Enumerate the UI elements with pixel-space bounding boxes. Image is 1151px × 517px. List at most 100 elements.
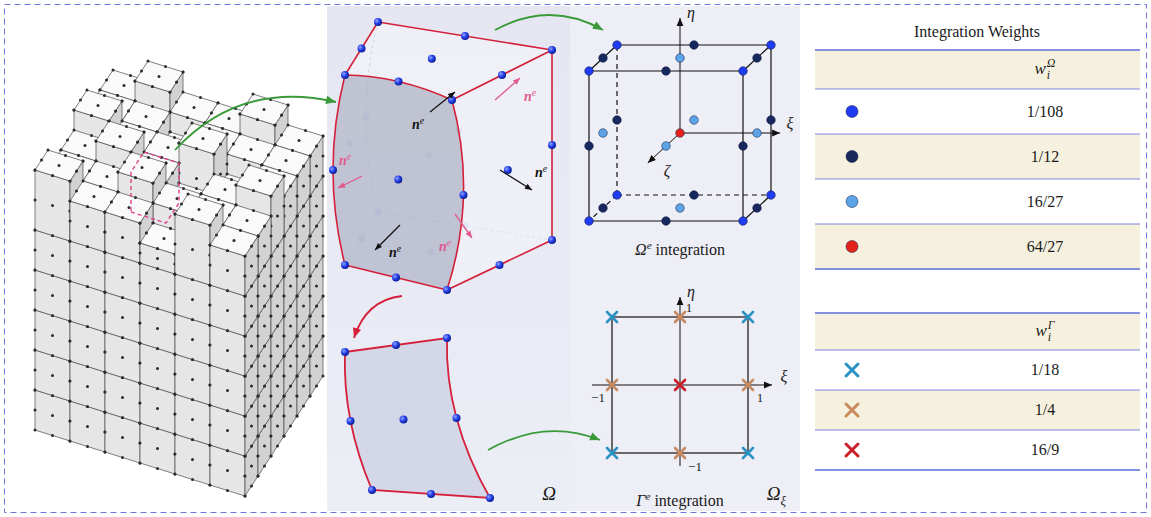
mesh-node (276, 305, 279, 308)
cross-stroke (607, 448, 617, 458)
mesh-node (191, 458, 194, 461)
mesh-node (257, 315, 260, 318)
mesh-node (257, 275, 260, 278)
mesh-node (209, 404, 212, 407)
mesh-node (104, 391, 107, 394)
mesh-node (174, 243, 177, 246)
mesh-node (139, 262, 142, 265)
mesh-node (296, 255, 299, 258)
mesh-node (151, 85, 154, 88)
math-symbol: Γ (636, 492, 645, 509)
mesh-node (209, 284, 212, 287)
mesh-node (95, 140, 98, 143)
face-node (427, 490, 435, 498)
legend-row: 16/27 (1027, 193, 1063, 211)
mesh-node (104, 291, 107, 294)
mesh-node (191, 418, 194, 421)
mesh-node (88, 170, 91, 173)
reference-cube (585, 18, 780, 225)
mesh-node (69, 440, 72, 443)
mesh-node (283, 295, 286, 298)
weight-value: 16/9 (1031, 441, 1059, 458)
mesh-node (174, 373, 177, 376)
mesh-node (104, 231, 107, 234)
element-face (35, 150, 83, 181)
mesh-node (139, 402, 142, 405)
mesh-node (86, 445, 89, 448)
mesh-node (296, 335, 299, 338)
mesh-node (34, 309, 37, 312)
mesh-node (270, 335, 273, 338)
mesh-node (165, 182, 168, 185)
mapping-arrow (495, 15, 603, 30)
face-node (347, 417, 355, 425)
math-symbol: n (439, 239, 447, 254)
mesh-node (209, 404, 212, 407)
mesh-node (252, 209, 255, 212)
mesh-node (250, 245, 253, 248)
mesh-node (145, 115, 148, 118)
mesh-node (270, 335, 273, 338)
mesh-node (276, 365, 279, 368)
normal-shaft (495, 78, 520, 100)
mesh-node (257, 255, 260, 258)
mesh-node (104, 331, 107, 334)
mesh-node (243, 158, 246, 161)
mesh-node (104, 451, 107, 454)
mesh-node (274, 124, 277, 127)
mesh-node (169, 131, 172, 134)
mesh-node (139, 322, 142, 325)
mesh-node (309, 295, 312, 298)
mesh-node (69, 180, 72, 183)
mesh-node (145, 212, 148, 215)
mesh-node (257, 415, 260, 418)
mesh-node (174, 413, 177, 416)
mesh-node (296, 295, 299, 298)
arrow-head (338, 182, 346, 188)
mesh-node (283, 355, 286, 358)
element-node (498, 71, 506, 79)
mesh-node (283, 315, 286, 318)
mesh-node (139, 462, 142, 465)
mesh-node (239, 229, 242, 232)
mesh-node (174, 353, 177, 356)
mesh-node (156, 347, 159, 350)
mesh-node (139, 422, 142, 425)
mesh-node (167, 146, 170, 149)
mesh-node (117, 191, 120, 194)
mesh-node (34, 369, 37, 372)
mesh-node (283, 315, 286, 318)
mesh-node (322, 175, 325, 178)
mesh-node (69, 200, 72, 203)
element-face (74, 90, 122, 121)
cross-stroke (743, 448, 753, 458)
mesh-node (104, 271, 107, 274)
mesh-node (226, 389, 229, 392)
quadrature-point (662, 67, 671, 76)
mesh-node (108, 120, 111, 123)
mesh-node (169, 227, 172, 230)
mesh-node (121, 120, 124, 123)
mesh-node (322, 355, 325, 358)
mesh-node (283, 375, 286, 378)
mesh-node (226, 133, 229, 136)
mesh-node (239, 133, 242, 136)
cross-stroke (675, 312, 685, 322)
mesh-node (139, 252, 142, 255)
mesh-node (257, 355, 260, 358)
mesh-node (274, 144, 277, 147)
mesh-node (322, 135, 325, 138)
mesh-node (244, 335, 247, 338)
mesh-node (117, 171, 120, 174)
mesh-node (139, 342, 142, 345)
mesh-node (209, 324, 212, 327)
mesh-node (226, 409, 229, 412)
quadrature-point (585, 217, 594, 226)
mesh-node (283, 235, 286, 238)
mesh-node (289, 265, 292, 268)
mesh-node (69, 280, 72, 283)
mesh-node (287, 104, 290, 107)
mesh-node (174, 293, 177, 296)
weight-value: 1/108 (1027, 103, 1063, 120)
mesh-node (244, 415, 247, 418)
